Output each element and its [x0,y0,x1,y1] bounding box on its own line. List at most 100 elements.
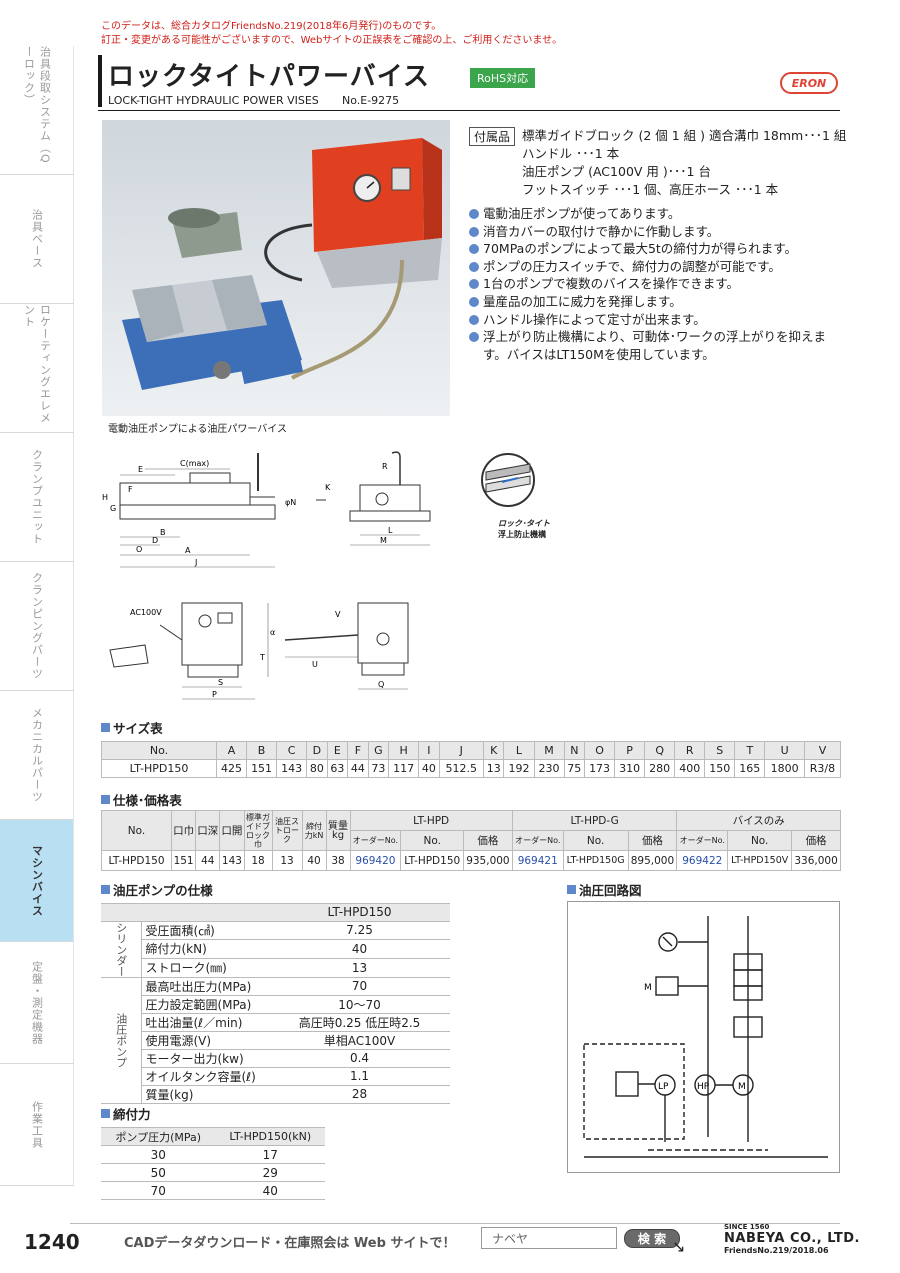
footer-divider [70,1223,840,1224]
section-square-icon [101,723,110,732]
pump-spec-heading: 油圧ポンプの仕様 [101,880,213,899]
feature-list: 電動油圧ポンプが使ってあります。 消音カバーの取付けで静かに作動します。 70M… [469,205,841,363]
table-row: モーター出力(kw)0.4 [101,1048,450,1068]
dim-label-l: L [388,526,393,535]
hydraulic-circuit-diagram: LP HP M M [567,901,840,1173]
lock-tight-icon [478,450,538,510]
accessories-list: 標準ガイドブロック (2 個 1 組 ) 適合溝巾 18mm･･･1 組 ハンド… [522,127,846,199]
group-label-pump: 油圧ポンプ [101,976,142,1104]
spec-table-heading: 仕様･価格表 [101,790,182,809]
feature-item: ポンプの圧力スイッチで、締付力の調整が可能です。 [469,258,841,276]
rohs-badge: RoHS対応 [470,68,536,88]
order-number: 969422 [676,850,729,871]
dim-label-c: C(max) [180,459,209,468]
dim-label-alpha: α [270,628,275,637]
catalog-number: FriendsNo.219/2018.06 [724,1246,829,1255]
dim-label-h: H [102,493,108,502]
vise-end-drawing: K R L M [310,445,440,555]
sidebar-item-jig-base[interactable]: 治具ベース [0,175,74,304]
dim-label-g: G [110,504,116,513]
section-square-icon [567,885,576,894]
dim-label-m: M [380,536,387,545]
circuit-label-mw: M [644,983,652,993]
pump-spec-table: LT-HPD150 シリンダー 受圧面積(㎠) 7.25 締付力(kN)40 ス… [101,903,450,1104]
feature-item: 電動油圧ポンプが使ってあります。 [469,205,841,223]
dim-label-e: E [138,465,143,474]
table-header-row: LT-HPD150 [101,903,450,922]
category-sidebar: 治具段取システム（Qーロック） 治具ベース ロケーティングエレメント クランプユ… [0,46,74,1186]
pump-front-drawing: AC100V S P T α [100,595,280,710]
table-row: 圧力設定範囲(MPa)10～70 [101,994,450,1014]
anti-lift-label: 浮上防止機構 [498,530,546,539]
clamp-force-heading: 締付力 [101,1104,151,1123]
circuit-label-hp: HP [697,1082,710,1092]
group-label-cylinder: シリンダー [101,920,142,978]
page-title: ロックタイトパワーバイス [108,62,430,92]
notice-line-1: このデータは、総合カタログFriendsNo.219(2018年6月発行)のもの… [101,21,442,32]
section-square-icon [101,795,110,804]
dim-label-a: A [185,546,191,555]
sidebar-item-clamping-parts[interactable]: クランピングパーツ [0,562,74,691]
accessory-item: 油圧ポンプ (AC100V 用 )･･･1 台 [522,164,711,179]
sidebar-item-clamp-unit[interactable]: クランプユニット [0,433,74,562]
order-number: 969420 [349,850,402,871]
notice-line-2: 訂正・変更がある可能性がございますので、Webサイトの正誤表をご確認の上、ご利用… [101,35,563,46]
dim-label-n: φN [285,498,296,507]
circuit-label-m: M [738,1082,746,1092]
table-row: 使用電源(V)単相AC100V [101,1030,450,1050]
dim-label-r: R [382,462,388,471]
pump-side-drawing: V U Q [280,595,430,700]
feature-item: 量産品の加工に威力を発揮します。 [469,293,841,311]
photo-caption: 電動油圧ポンプによる油圧パワーバイス [108,424,287,435]
lock-tight-label: ロック･タイト [498,519,550,528]
table-row: LT-HPD150 151 44 143 18 13 40 38 969420 … [101,850,841,871]
search-input[interactable] [481,1227,617,1249]
sidebar-item-locating[interactable]: ロケーティングエレメント [0,304,74,433]
dim-label-j: J [194,558,197,567]
dim-label-p: P [212,690,217,699]
title-accent-bar [98,55,102,107]
dim-label-f: F [128,485,133,494]
size-table-heading: サイズ表 [101,718,163,737]
dim-label-d: D [152,536,158,545]
product-photo [102,120,450,416]
dim-label-ac: AC100V [130,608,162,617]
feature-item: 70MPaのポンプによって最大5tの締付力が得られます。 [469,240,841,258]
dim-label-u: U [312,660,318,669]
sidebar-item-mechanical[interactable]: メカニカルパーツ [0,691,74,820]
accessory-item: フットスイッチ ･･･1 個、高圧ホース ･･･1 本 [522,182,779,197]
dim-label-k: K [325,483,331,492]
sidebar-item-tools[interactable]: 作業工具 [0,1064,74,1186]
cad-download-text: CADデータダウンロード・在庫照会は Web サイトで！ [124,1236,456,1251]
company-name: NABEYA CO., LTD. [724,1231,860,1246]
table-row: ストローク(㎜)13 [101,957,450,978]
section-square-icon [101,885,110,894]
table-row: 質量(kg)28 [101,1084,450,1104]
model-number: No.E-9275 [342,94,400,107]
dim-label-s: S [218,678,223,687]
feature-item: 浮上がり防止機構により、可動体･ワークの浮上がりを抑えます。バイスはLT150M… [469,328,841,363]
sidebar-item-surface-plate[interactable]: 定盤・測定機器 [0,942,74,1064]
spec-price-table: No. 口巾 口深 口開 標準ガイドブロック巾 油圧ストローク 締付力kN 質量… [101,810,841,871]
header-divider [98,110,840,111]
catalog-notice: このデータは、総合カタログFriendsNo.219(2018年6月発行)のもの… [101,20,562,48]
dim-label-v: V [335,610,341,619]
sidebar-item-machine-vise[interactable]: マシンバイス [0,820,74,942]
sidebar-item-jig-setup[interactable]: 治具段取システム（Qーロック） [0,46,74,175]
dim-label-b: B [160,528,166,537]
circuit-heading: 油圧回路図 [567,880,642,899]
table-header-row: No. 口巾 口深 口開 標準ガイドブロック巾 油圧ストローク 締付力kN 質量… [101,810,841,851]
table-row: 油圧ポンプ 最高吐出圧力(MPa) 70 [101,976,450,1104]
search-button[interactable]: 検 索 [624,1229,680,1248]
accessories-label: 付属品 [469,127,516,146]
table-row: シリンダー 受圧面積(㎠) 7.25 [101,920,450,978]
accessory-item: ハンドル ･･･1 本 [522,146,620,161]
page-number: 1240 [24,1230,80,1254]
vise-side-drawing: E C(max) H G F B D O A J φN [100,445,310,575]
